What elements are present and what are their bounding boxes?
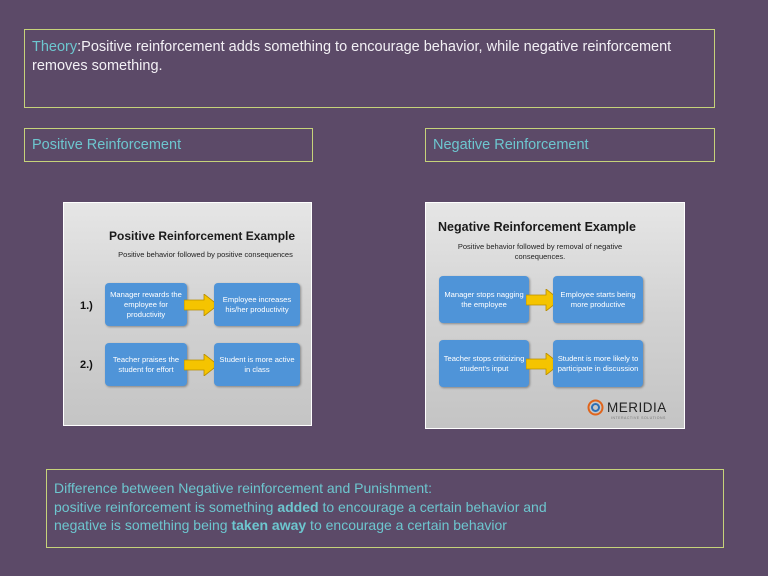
- positive-reinforcement-example-image[interactable]: Positive Reinforcement Example Positive …: [63, 202, 312, 426]
- difference-line-2-text: positive reinforcement is something: [54, 498, 278, 515]
- difference-line-2-text: to encourage a certain behavior and: [318, 498, 547, 515]
- negative-reinforcement-heading[interactable]: Negative Reinforcement: [425, 128, 715, 162]
- row-number: 2.): [80, 359, 93, 371]
- meridia-logo-tagline: INTERACTIVE SOLUTIONS: [611, 416, 666, 420]
- arrow-right-icon: [184, 354, 218, 376]
- difference-line-3-text: negative is something being: [54, 517, 232, 533]
- difference-line-3: negative is something being taken away t…: [54, 516, 716, 535]
- negative-slide-subtitle: Positive behavior followed by removal of…: [457, 242, 623, 261]
- difference-line-1: Difference between Negative reinforcemen…: [54, 480, 432, 496]
- negative-slide-title: Negative Reinforcement Example: [438, 220, 636, 234]
- negative-reinforcement-example-image[interactable]: Negative Reinforcement Example Positive …: [425, 202, 685, 429]
- meridia-logo-text: MERIDIA: [607, 400, 667, 415]
- negative-row1-effect: Employee starts being more productive: [553, 276, 643, 323]
- theory-text: :Positive reinforcement adds something t…: [32, 39, 672, 74]
- positive-row1-cause: Manager rewards the employee for product…: [105, 283, 187, 326]
- negative-row1-cause: Manager stops nagging the employee: [439, 276, 529, 323]
- positive-heading-text: Positive Reinforcement: [32, 137, 182, 153]
- meridia-logo: MERIDIA: [587, 399, 667, 416]
- arrow-right-icon: [184, 294, 218, 316]
- positive-reinforcement-heading[interactable]: Positive Reinforcement: [24, 128, 313, 162]
- positive-row1-effect: Employee increases his/her productivity: [214, 283, 300, 326]
- negative-row2-effect: Student is more likely to participate in…: [553, 340, 643, 387]
- meridia-logo-icon: [587, 399, 604, 416]
- theory-textbox[interactable]: Theory:Positive reinforcement adds somet…: [24, 29, 715, 108]
- difference-textbox[interactable]: Difference between Negative reinforcemen…: [46, 469, 724, 548]
- negative-heading-text: Negative Reinforcement: [433, 137, 589, 153]
- negative-row2-cause: Teacher stops criticizing student's inpu…: [439, 340, 529, 387]
- positive-slide-subtitle: Positive behavior followed by positive c…: [118, 250, 293, 259]
- theory-label: Theory: [32, 39, 78, 55]
- positive-slide-title: Positive Reinforcement Example: [109, 229, 296, 243]
- positive-row2-effect: Student is more active in class: [214, 343, 300, 386]
- row-number: 1.): [80, 300, 93, 312]
- difference-line-3-text: to encourage a certain behavior: [306, 517, 507, 533]
- positive-row2-cause: Teacher praises the student for effort: [105, 343, 187, 386]
- emphasis-taken-away: taken away: [231, 517, 307, 533]
- difference-line-2: positive reinforcement is something adde…: [54, 498, 716, 517]
- emphasis-added: added: [277, 498, 319, 515]
